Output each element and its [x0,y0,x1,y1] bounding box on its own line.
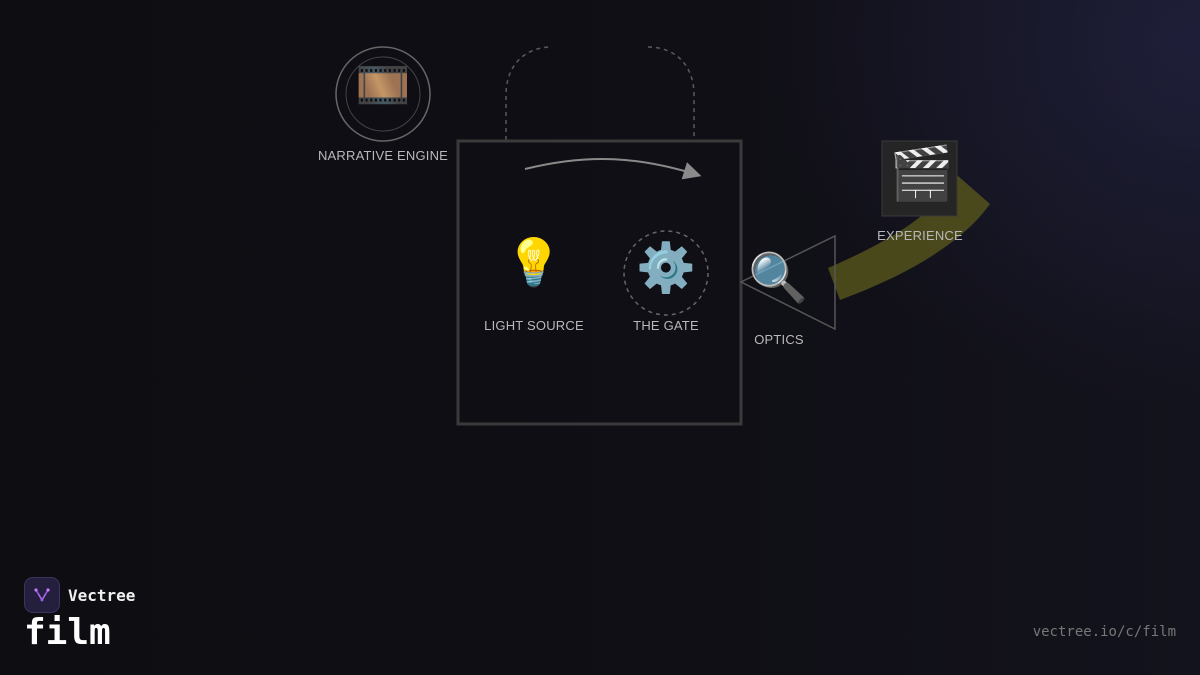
narrative-engine-label: NARRATIVE ENGINE [317,148,449,163]
film-flow-arrow [524,157,702,180]
brand-block: Vectree film [24,577,135,651]
film-strip-icon: 🎞️ [355,60,411,111]
light-source-label: LIGHT SOURCE [484,318,584,333]
page-title: film [24,612,111,653]
film-loop-path [505,46,695,140]
the-gate-label: THE GATE [633,318,699,333]
light-bulb-icon: 💡 [505,235,563,289]
experience-label: EXPERIENCE [877,228,963,243]
projector-housing [456,139,743,426]
gear-icon: ⚙️ [636,240,696,296]
narrative-engine-inner-ring [345,56,421,132]
optics-lens-cone [739,234,836,331]
brand-name: Vectree [68,585,136,605]
optics-label: OPTICS [754,332,804,347]
source-url: vectree.io/c/film [1032,624,1176,640]
narrative-engine-outer-ring [335,46,431,142]
the-gate-ring [623,230,709,316]
magnifying-glass-icon: 🔍 [748,250,808,306]
clapper-board-icon: 🎬 [889,144,954,204]
experience-screen [881,140,958,217]
vectree-logo-icon [24,577,60,613]
